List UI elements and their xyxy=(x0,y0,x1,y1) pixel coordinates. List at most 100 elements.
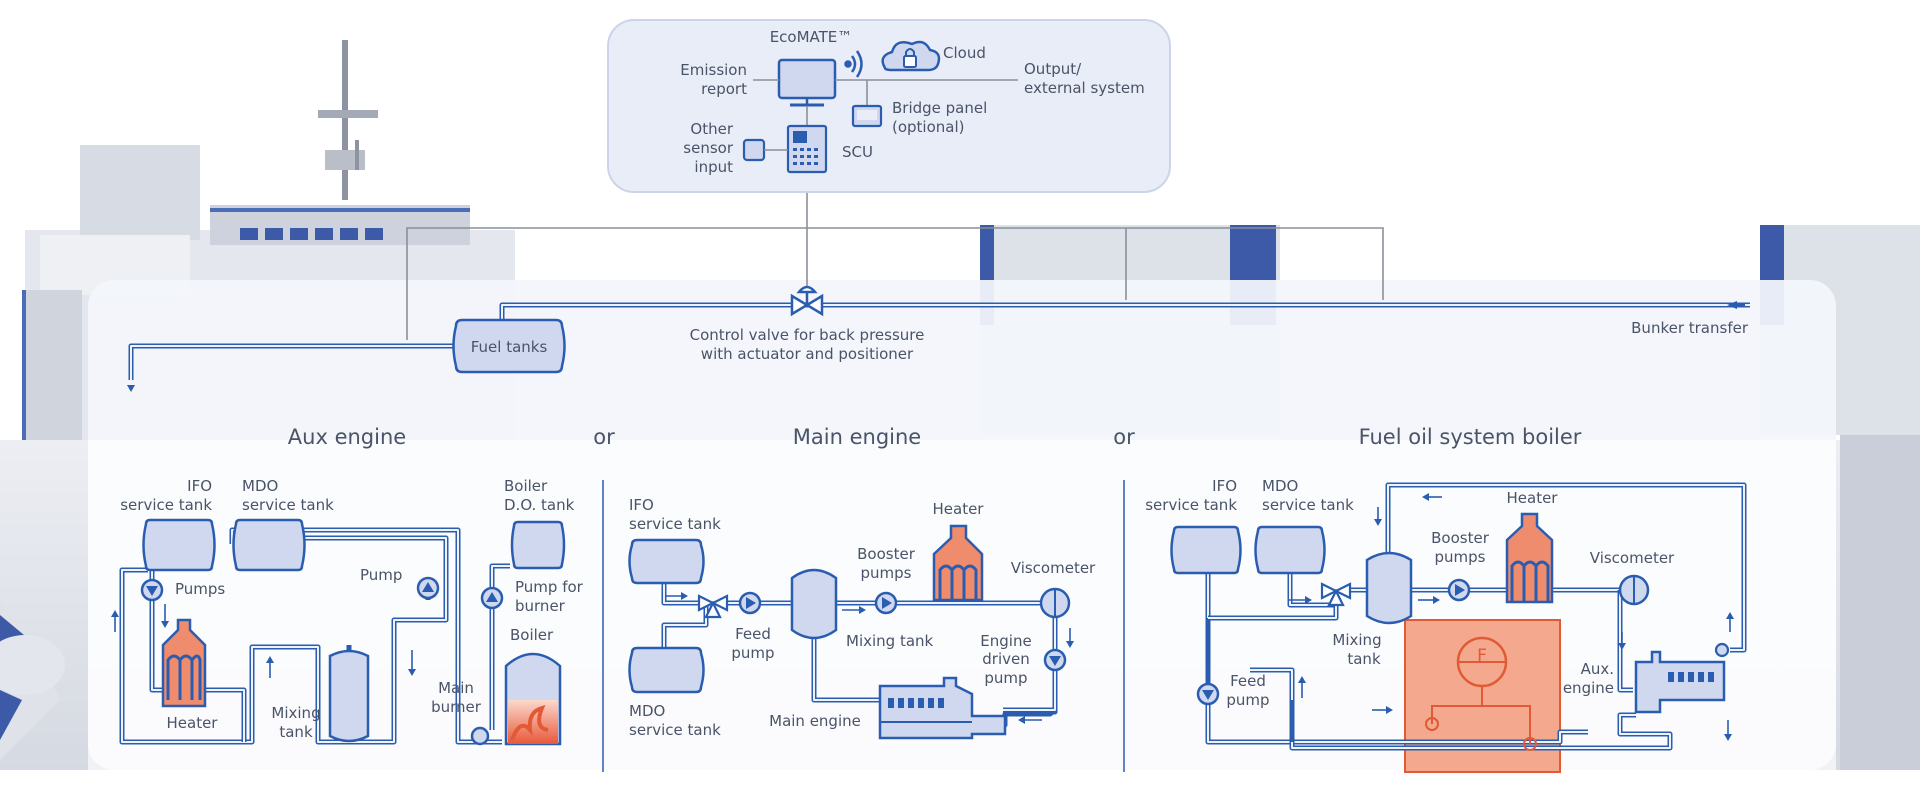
main-heater-label: Heater xyxy=(933,500,985,518)
aux-boiler-label: Boiler xyxy=(510,626,554,644)
main-heater-icon xyxy=(932,524,984,602)
boiler-mixing-label-2: tank xyxy=(1347,650,1381,668)
main-engine-system: IFO service tank MDO service tank Heater… xyxy=(628,496,1096,740)
boiler-aux-engine-label-1: Aux. xyxy=(1581,660,1614,678)
supply-line: Fuel tanks Control valve for back pressu… xyxy=(127,285,1750,392)
boiler-mixing-label-1: Mixing xyxy=(1332,631,1381,649)
aux-mdo-tank xyxy=(232,518,306,572)
monitor-icon xyxy=(777,58,837,107)
bridge-windows xyxy=(240,228,383,240)
boiler-mdo-tank xyxy=(1254,525,1326,575)
cloud-icon xyxy=(881,40,941,72)
main-mdo-label-1: MDO xyxy=(629,702,665,720)
scu-label: SCU xyxy=(842,143,873,161)
other-sensor-label-2: sensor xyxy=(683,139,734,157)
boiler-ifo-tank xyxy=(1170,525,1242,575)
boiler-feed-pump-icon xyxy=(1196,682,1220,706)
aux-pumps-icon xyxy=(140,578,164,602)
boiler-viscometer-label: Viscometer xyxy=(1590,549,1675,567)
boiler-booster-label-1: Booster xyxy=(1431,529,1490,547)
aux-burner-pump-icon xyxy=(480,586,504,610)
main-engine-driven-label-1: Engine xyxy=(980,632,1031,650)
wireless-icon xyxy=(844,50,863,78)
flow-meter-icon: F xyxy=(1425,636,1537,751)
header-main-engine: Main engine xyxy=(793,425,921,449)
main-ifo-label-1: IFO xyxy=(629,496,654,514)
main-engine-driven-pump-icon xyxy=(1043,648,1067,672)
emission-report-label-2: report xyxy=(701,80,747,98)
main-ifo-label-2: service tank xyxy=(629,515,721,533)
aux-boiler-do-label-1: Boiler xyxy=(504,477,548,495)
main-mdo-label-2: service tank xyxy=(629,721,721,739)
boiler-ifo-label-2: service tank xyxy=(1145,496,1237,514)
boiler-aux-engine-label-2: engine xyxy=(1563,679,1614,697)
aux-ifo-tank xyxy=(142,518,216,572)
main-feed-pump-icon xyxy=(738,591,762,615)
main-booster-pump-icon xyxy=(874,591,898,615)
other-sensor-label-1: Other xyxy=(690,120,733,138)
main-booster-label-2: pumps xyxy=(861,564,912,582)
aux-main-burner-label-2: burner xyxy=(431,698,482,716)
aux-ifo-label-2: service tank xyxy=(120,496,212,514)
output-label-2: external system xyxy=(1024,79,1145,97)
aux-mdo-label-2: service tank xyxy=(242,496,334,514)
main-mixing-tank xyxy=(790,568,838,640)
main-mdo-tank xyxy=(628,646,705,694)
boiler-mixing-tank xyxy=(1365,551,1413,625)
aux-boiler-do-tank xyxy=(510,520,566,570)
aux-mixing-label-2: tank xyxy=(279,723,313,741)
boiler-3way-valve-icon xyxy=(1320,582,1352,607)
boiler-heater-icon xyxy=(1505,512,1554,604)
control-valve-label-2: with actuator and positioner xyxy=(701,345,914,363)
aux-pumps-label: Pumps xyxy=(175,580,225,598)
main-feed-pump-label-2: pump xyxy=(731,644,774,662)
output-label-1: Output/ xyxy=(1024,60,1082,78)
control-valve-label-1: Control valve for back pressure xyxy=(690,326,925,344)
bunker-transfer-label: Bunker transfer xyxy=(1631,319,1749,337)
main-engine-label: Main engine xyxy=(769,712,861,730)
sensor-icon xyxy=(742,138,766,162)
ecomate-label: EcoMATE™ xyxy=(770,28,853,46)
aux-burner-pump-label-1: Pump for xyxy=(515,578,584,596)
aux-mixing-tank xyxy=(328,649,370,743)
emission-report-label-1: Emission xyxy=(680,61,747,79)
main-engine-driven-label-3: pump xyxy=(984,669,1027,687)
aux-ifo-label-1: IFO xyxy=(187,477,212,495)
bridge-panel-icon xyxy=(851,104,883,128)
main-viscometer-label: Viscometer xyxy=(1011,559,1096,577)
boiler-ifo-label-1: IFO xyxy=(1212,477,1237,495)
boiler-heater-label: Heater xyxy=(1507,489,1559,507)
aux-heater-icon xyxy=(161,618,207,708)
main-engine-driven-label-2: driven xyxy=(982,650,1029,668)
main-mixing-label: Mixing tank xyxy=(846,632,934,650)
signal-lines xyxy=(406,172,1384,340)
aux-burner-pump-label-2: burner xyxy=(515,597,566,615)
main-3way-valve-icon xyxy=(697,594,729,619)
main-booster-label-1: Booster xyxy=(857,545,916,563)
main-ifo-tank xyxy=(628,538,705,585)
aux-pump-label: Pump xyxy=(360,566,402,584)
fuel-tanks-label: Fuel tanks xyxy=(471,338,548,356)
boiler-system: F IFO service tank MDO service tank Heat… xyxy=(1145,477,1747,773)
fuel-tanks: Fuel tanks xyxy=(452,318,566,374)
aux-boiler-do-label-2: D.O. tank xyxy=(504,496,575,514)
aux-mdo-label-1: MDO xyxy=(242,477,278,495)
boiler-viscometer-icon xyxy=(1618,574,1650,606)
header-boiler: Fuel oil system boiler xyxy=(1359,425,1582,449)
aux-main-burner-label-1: Main xyxy=(438,679,474,697)
scu-icon xyxy=(786,124,828,174)
flow-meter-label: F xyxy=(1477,646,1487,666)
ecomate-box: EcoMATE™ Cloud Emission report Output/ e… xyxy=(607,19,1171,193)
boiler-feed-pump-label-2: pump xyxy=(1226,691,1269,709)
boiler-mdo-label-2: service tank xyxy=(1262,496,1354,514)
boiler-mdo-label-1: MDO xyxy=(1262,477,1298,495)
aux-pump-icon xyxy=(416,576,440,600)
cloud-label: Cloud xyxy=(943,44,986,62)
header-or-1: or xyxy=(593,425,615,449)
other-sensor-label-3: input xyxy=(694,158,733,176)
main-viscometer-icon xyxy=(1039,587,1071,619)
boiler-feed-pump-label-1: Feed xyxy=(1230,672,1266,690)
bridge-panel-label-2: (optional) xyxy=(892,118,965,136)
